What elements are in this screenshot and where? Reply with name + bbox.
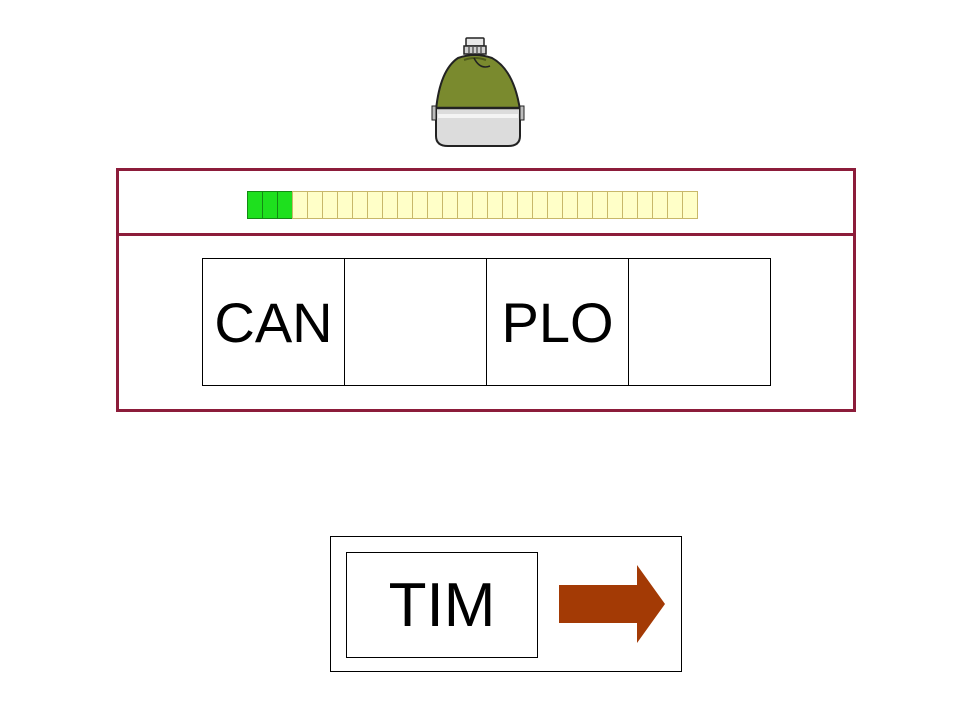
progress-segment bbox=[472, 191, 488, 219]
canteen-icon bbox=[431, 37, 525, 147]
progress-segment bbox=[487, 191, 503, 219]
progress-segment bbox=[607, 191, 623, 219]
progress-segment bbox=[682, 191, 698, 219]
progress-segment bbox=[427, 191, 443, 219]
progress-segment bbox=[412, 191, 428, 219]
word-panel: CAN PLO bbox=[116, 168, 856, 412]
progress-segment-done bbox=[247, 191, 263, 219]
progress-segment bbox=[352, 191, 368, 219]
progress-segment-done bbox=[277, 191, 293, 219]
progress-segment bbox=[367, 191, 383, 219]
choice-area: TIM bbox=[330, 536, 682, 672]
right-arrow-icon[interactable] bbox=[557, 563, 667, 645]
syllable-choice-card[interactable]: TIM bbox=[346, 552, 538, 658]
progress-segment bbox=[622, 191, 638, 219]
syllable-slots: CAN PLO bbox=[202, 258, 771, 386]
progress-segment bbox=[547, 191, 563, 219]
panel-divider bbox=[119, 233, 853, 236]
progress-segment bbox=[337, 191, 353, 219]
progress-segment bbox=[292, 191, 308, 219]
progress-segment bbox=[307, 191, 323, 219]
progress-segment bbox=[667, 191, 683, 219]
progress-segment bbox=[322, 191, 338, 219]
syllable-slot-3[interactable]: PLO bbox=[486, 258, 629, 386]
progress-segment bbox=[637, 191, 653, 219]
syllable-slot-2[interactable] bbox=[344, 258, 487, 386]
progress-segment bbox=[382, 191, 398, 219]
syllable-slot-4[interactable] bbox=[628, 258, 771, 386]
progress-segment bbox=[562, 191, 578, 219]
progress-segment bbox=[592, 191, 608, 219]
syllable-slot-1[interactable]: CAN bbox=[202, 258, 345, 386]
progress-segment bbox=[577, 191, 593, 219]
progress-segment bbox=[442, 191, 458, 219]
progress-segment bbox=[652, 191, 668, 219]
progress-segment-done bbox=[262, 191, 278, 219]
progress-segment bbox=[517, 191, 533, 219]
progress-segment bbox=[457, 191, 473, 219]
progress-bar bbox=[247, 191, 698, 219]
progress-segment bbox=[502, 191, 518, 219]
progress-segment bbox=[532, 191, 548, 219]
progress-segment bbox=[397, 191, 413, 219]
